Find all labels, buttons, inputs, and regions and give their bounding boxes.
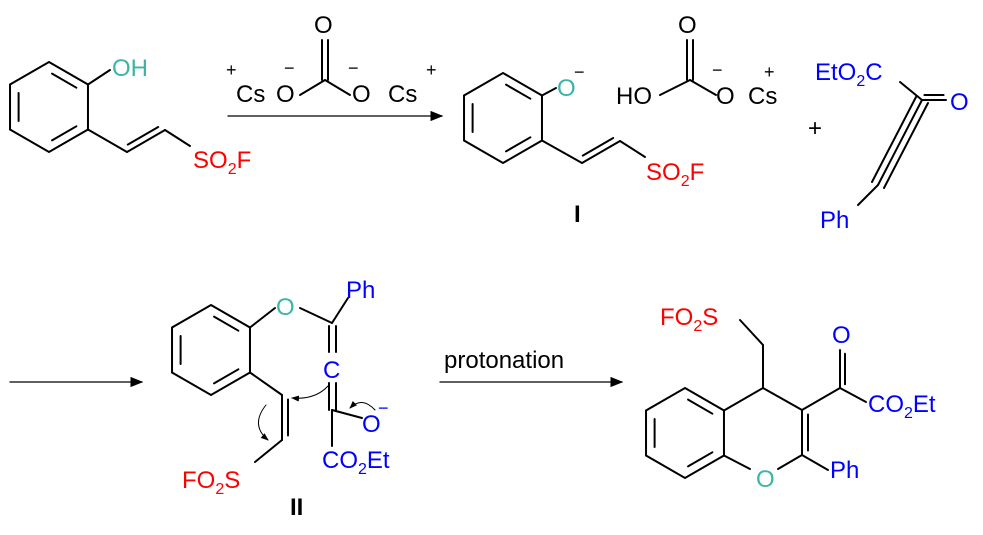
bond-to-ester (839, 387, 867, 403)
benzene-ring (645, 386, 725, 480)
compound-label-I: I (574, 201, 581, 228)
oxygen-label: O (276, 81, 295, 108)
bond (899, 81, 923, 101)
vinyl-double-bond (581, 140, 621, 164)
compound-label-II: II (290, 494, 303, 521)
product-chromene: FO2S O CO2Et O Ph (660, 304, 936, 493)
aromatic-inner-bond (51, 72, 78, 89)
plus-charge: + (764, 62, 775, 82)
minus-charge: − (574, 62, 585, 82)
bond (659, 79, 691, 96)
sulfonyl-fluoride-label: FO2S (182, 467, 240, 498)
aromatic-inner-bond (687, 398, 714, 415)
bond (299, 307, 333, 324)
cesium-label: Cs (748, 83, 777, 110)
ring-oxygen-label: O (756, 466, 775, 493)
aromatic-inner-bond (213, 368, 240, 385)
bond-to-phenyl (801, 454, 829, 471)
bond-to-hydroxyl (86, 69, 111, 86)
vinyl-double-bond (581, 137, 615, 157)
carbonyl-oxygen-label: O (314, 12, 333, 39)
bond (762, 387, 803, 411)
bond-to-sulfur (254, 439, 283, 463)
enolate-oxygen-label: O (362, 411, 381, 438)
cesium-carbonate: + Cs O − C O O − Cs + (226, 12, 437, 108)
sulfonyl-fluoride-label: SO2F (193, 147, 251, 178)
ester-label: EtO2C (815, 59, 883, 90)
bond (722, 387, 764, 412)
ether-oxygen-label: O (276, 294, 295, 321)
sulfonyl-fluoride-label: FO2S (660, 304, 718, 335)
benzene-ring (171, 303, 251, 397)
bond (722, 454, 751, 470)
alkynone: EtO2C O Ph (815, 59, 969, 234)
alkyne-bond (877, 99, 923, 186)
benzene-ring (463, 71, 543, 165)
electron-arrow-vinyl (258, 404, 269, 441)
bond (801, 387, 841, 411)
ketone-oxygen-label: O (950, 89, 969, 116)
oxygen-label: O (352, 81, 371, 108)
bond-to-phenyl (331, 297, 349, 324)
bond-to-phenoxide (540, 87, 557, 97)
bond (689, 79, 717, 96)
intermediate-II: O Ph C O − CO2Et FO2S II (182, 277, 390, 521)
ester-label: CO2Et (322, 447, 390, 478)
cesium-bicarbonate: HO O O − Cs + (616, 12, 777, 110)
oxygen-label: O (716, 83, 735, 110)
hydroxyl-label: OH (112, 55, 148, 82)
plus-charge: + (426, 60, 437, 80)
aromatic-inner-bond (687, 451, 714, 468)
bond-to-sulfur (619, 140, 646, 158)
aromatic-inner-bond (505, 83, 532, 100)
aromatic-inner-bond (213, 315, 240, 332)
benzene-ring (9, 60, 89, 154)
ester-label: CO2Et (868, 391, 936, 422)
vinyl-double-bond (126, 129, 166, 153)
minus-charge: − (378, 398, 389, 418)
electron-arrow-enolate (349, 400, 376, 411)
bond-to-oxygen (248, 307, 276, 329)
intermediate-I: O − SO2F I (557, 62, 704, 228)
carbonyl-oxygen-label: O (678, 12, 697, 39)
protonation-label: protonation (444, 347, 564, 374)
bond (299, 79, 326, 96)
phenyl-label: Ph (346, 277, 375, 304)
bond (324, 79, 351, 96)
vinyl-bond (540, 139, 583, 164)
bond (777, 454, 803, 470)
vinyl-double-bond (126, 126, 160, 146)
cesium-label: Cs (236, 81, 265, 108)
minus-charge: − (712, 60, 723, 80)
alkyne-bond (871, 96, 917, 183)
vinyl-bond (86, 128, 128, 153)
electron-arrow-allene (291, 385, 329, 402)
bond-to-sulfur (739, 319, 764, 346)
vinyl-bond (248, 371, 283, 396)
phenyl-label: Ph (820, 207, 849, 234)
plus-charge: + (226, 60, 237, 80)
phenyl-label: Ph (830, 457, 859, 484)
alkyne-bond (883, 102, 929, 189)
cesium-label: Cs (388, 81, 417, 108)
ketone-oxygen-label: O (832, 322, 851, 349)
hydroxy-label: HO (616, 83, 652, 110)
bond-to-sulfur (164, 129, 191, 147)
reactant-hydroxyphenyl-ethenesulfonyl-fluoride: OH SO2F (112, 55, 251, 178)
sulfonyl-fluoride-label: SO2F (646, 159, 704, 190)
minus-charge: − (284, 58, 295, 78)
aromatic-inner-bond (51, 125, 78, 142)
minus-charge: − (348, 58, 359, 78)
bond (857, 184, 879, 206)
aromatic-inner-bond (505, 136, 532, 153)
bond-to-enolate (331, 409, 363, 419)
plus-sign: + (808, 115, 822, 142)
phenoxide-oxygen-label: O (557, 75, 576, 102)
allene-carbon-label: C (323, 357, 340, 384)
